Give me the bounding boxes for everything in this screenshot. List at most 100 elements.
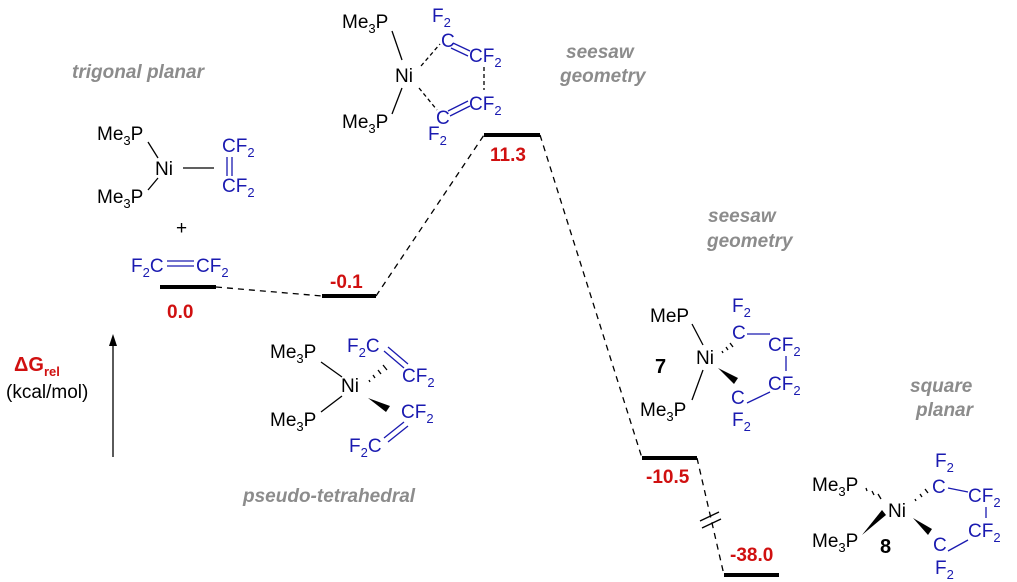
bis-bond-p-ni-top xyxy=(320,361,343,378)
plus-sign: + xyxy=(176,218,187,239)
label-pseudo-tetrahedral: pseudo-tetrahedral xyxy=(242,486,416,507)
energy-value-3: -10.5 xyxy=(646,467,690,488)
c8-hash-bond-p xyxy=(865,487,882,500)
c7-ring-bottom xyxy=(746,391,771,404)
structure-compound-8: Me3P Me3P Ni 8 F2 C CF2 CF2 C F2 xyxy=(812,451,1001,582)
reactant-pme3-bottom: Me3P xyxy=(97,187,143,211)
c7-wedge-bond xyxy=(718,368,738,384)
bis-top-double-b xyxy=(387,346,409,365)
c8-ring-top xyxy=(947,487,969,493)
c8-cf2-a: CF2 xyxy=(968,486,1001,510)
geometry-labels: trigonal planar seesaw geometry seesaw g… xyxy=(72,42,975,507)
path-1-to-2 xyxy=(375,134,485,297)
structure-compound-7: MeP Me3P Ni 7 F2 C CF2 CF2 C F2 xyxy=(640,296,801,434)
structure-transition-state: Me3P Me3P Ni F2 C CF2 CF2 C F2 xyxy=(342,6,502,148)
c8-c-top: C xyxy=(932,477,946,498)
axis-label-units: (kcal/mol) xyxy=(6,382,88,403)
ts-f2-bottom: F2 xyxy=(428,124,447,148)
label-trigonal-planar: trigonal planar xyxy=(72,62,206,83)
c8-pme3-top: Me3P xyxy=(812,475,858,499)
free-energy-axis: ΔGrel (kcal/mol) xyxy=(6,334,117,457)
bis-alkene-bottom-right: CF2 xyxy=(401,402,434,426)
energy-value-4: -38.0 xyxy=(730,545,773,566)
c8-c-bottom: C xyxy=(933,535,947,556)
bis-pme3-top: Me3P xyxy=(270,342,316,366)
bis-alkene-bottom-left: F2C xyxy=(349,436,382,460)
c7-pme3-bottom: Me3P xyxy=(640,400,686,424)
energy-levels xyxy=(160,133,779,577)
bis-ni: Ni xyxy=(341,376,359,397)
c7-f2-bottom: F2 xyxy=(732,410,751,434)
c8-wedge-bond-p xyxy=(862,510,886,535)
label-seesaw-1: seesaw xyxy=(566,42,635,63)
energy-values: 0.0 -0.1 11.3 -10.5 -38.0 xyxy=(167,145,773,566)
compound-number-8: 8 xyxy=(880,536,891,558)
ts-bottom-cc-a xyxy=(447,100,469,112)
ts-pme3-bottom: Me3P xyxy=(342,112,388,136)
c7-c-top: C xyxy=(732,323,746,344)
c8-hash-bond-c xyxy=(914,488,929,502)
free-tfe-right: CF2 xyxy=(196,256,229,280)
bis-alkene-top-right: CF2 xyxy=(402,366,435,390)
label-seesaw-1b: geometry xyxy=(559,66,647,87)
label-seesaw-2: seesaw xyxy=(708,206,777,227)
c8-ring-bottom xyxy=(947,539,969,552)
axis-break-mark-2 xyxy=(701,518,722,529)
reactant-cf2-bottom: CF2 xyxy=(222,176,255,200)
c8-f2-bottom: F2 xyxy=(935,558,954,582)
c7-bond-p-ni-bottom xyxy=(691,369,704,401)
ts-c-bottom: C xyxy=(436,108,450,129)
ts-top-cc-b xyxy=(450,47,469,57)
ts-pme3-top: Me3P xyxy=(342,12,388,36)
axis-break-mark-1 xyxy=(699,511,720,522)
ts-ni-c-top xyxy=(420,43,441,67)
ts-top-cc-a xyxy=(452,42,471,52)
label-planar: planar xyxy=(915,400,975,421)
reactant-cf2-top: CF2 xyxy=(222,136,255,160)
bis-top-double-a xyxy=(383,350,405,369)
c7-c-bottom: C xyxy=(731,388,745,409)
ts-f2-top: F2 xyxy=(432,6,451,30)
free-tfe: F2C xyxy=(131,256,164,280)
bis-pme3-bottom: Me3P xyxy=(270,410,316,434)
axis-label-dg: ΔGrel xyxy=(14,354,60,379)
c8-cf2-b: CF2 xyxy=(968,521,1001,545)
ts-bond-p-ni-bottom xyxy=(391,87,403,115)
c7-mep: MeP xyxy=(650,306,689,327)
c8-pme3-bottom: Me3P xyxy=(812,531,858,555)
c8-f2-top: F2 xyxy=(935,451,954,475)
ts-cf2-top: CF2 xyxy=(469,46,502,70)
ts-bond-p-ni-top xyxy=(391,30,403,61)
c7-ni: Ni xyxy=(696,348,714,369)
ts-ni-c-bottom xyxy=(418,87,438,111)
bond-p-ni-top xyxy=(147,141,159,159)
c7-f2-top: F2 xyxy=(732,296,751,320)
bis-alkene-top-left: F2C xyxy=(347,336,380,360)
bis-bond-p-ni-bottom xyxy=(320,395,343,413)
label-seesaw-2b: geometry xyxy=(706,231,794,252)
reactant-ni: Ni xyxy=(155,159,173,180)
path-2-to-3 xyxy=(539,134,643,459)
reactant-pme3-top: Me3P xyxy=(97,124,143,148)
ts-c-top: C xyxy=(441,31,455,52)
bis-bottom-double-b xyxy=(387,425,409,443)
path-0-to-1 xyxy=(215,286,323,297)
structure-reactants: Me3P Me3P Ni CF2 CF2 + F2C CF2 xyxy=(97,124,255,280)
bis-bottom-double-a xyxy=(383,421,405,439)
energy-value-2: 11.3 xyxy=(490,145,526,166)
structure-bis-alkene: Me3P Me3P Ni F2C CF2 CF2 F2C xyxy=(270,336,435,460)
axis-arrow-head xyxy=(109,334,117,346)
label-square: square xyxy=(910,376,973,397)
c7-hash-bond xyxy=(721,342,734,354)
energy-value-0: 0.0 xyxy=(167,302,193,323)
c8-ni: Ni xyxy=(888,501,906,522)
bond-p-ni-bottom xyxy=(147,177,159,191)
ts-bottom-cc-b xyxy=(449,105,471,117)
energy-value-1: -0.1 xyxy=(330,272,363,293)
bis-hash-bond xyxy=(368,364,388,383)
c7-bond-p-ni-top xyxy=(691,323,704,346)
c7-cf2-a: CF2 xyxy=(768,335,801,359)
bis-wedge-bond xyxy=(368,398,390,412)
c8-wedge-bond-c xyxy=(913,518,932,535)
